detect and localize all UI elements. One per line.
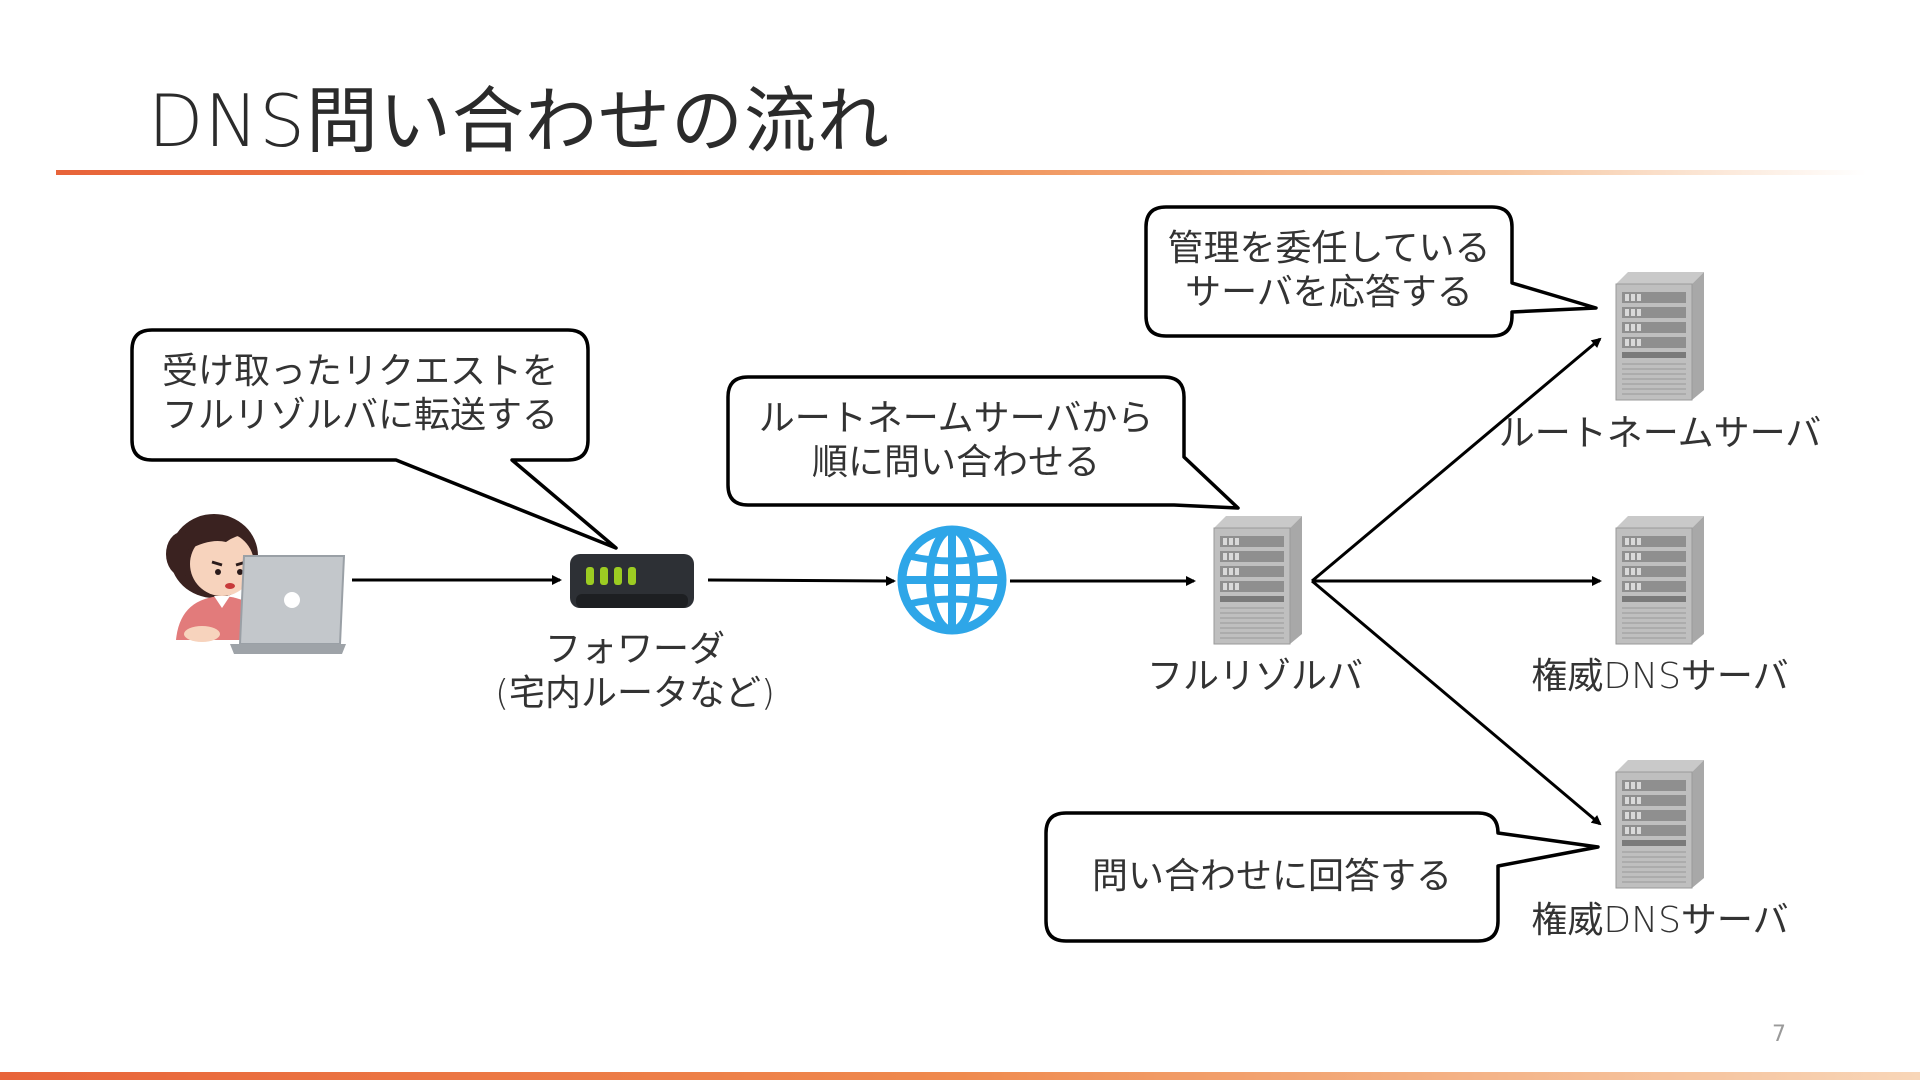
arrow-resolver-to-root: [1311, 337, 1602, 583]
arrow-forwarder-to-internet: [707, 575, 896, 586]
callout-auth: [1044, 811, 1600, 943]
footer-accent-bar: [0, 1072, 1920, 1080]
server-icon-full-resolver: [1213, 515, 1303, 645]
arrow-resolver-to-auth2: [1311, 579, 1602, 826]
server-icon-authoritative-1: [1615, 515, 1705, 645]
callout-resolver-shape: [726, 375, 1240, 510]
callout-forwarder-line2: フルリゾルバに転送する: [161, 395, 558, 436]
callout-resolver-line1: ルートネームサーバから: [758, 398, 1154, 439]
root-server-label: ルートネームサーバ: [1498, 413, 1822, 454]
authoritative-2-label: 権威DNSサーバ: [1531, 900, 1789, 941]
globe-icon: [897, 525, 1007, 635]
title-underline: [56, 170, 1866, 175]
callout-root: [1144, 205, 1598, 338]
laptop-icon: [230, 555, 346, 654]
callout-root-text: 管理を委任している サーバを応答する: [1146, 227, 1512, 315]
callout-root-line1: 管理を委任している: [1167, 228, 1491, 269]
callout-forwarder-text: 受け取ったリクエストを フルリゾルバに転送する: [132, 350, 588, 438]
router-icon: [570, 554, 694, 608]
callout-resolver-text: ルートネームサーバから 順に問い合わせる: [728, 397, 1184, 485]
authoritative-1-label: 権威DNSサーバ: [1531, 656, 1789, 697]
slide-title: DNS問い合わせの流れ: [148, 79, 891, 163]
callout-forwarder-line1: 受け取ったリクエストを: [161, 351, 558, 392]
callout-root-line2: サーバを応答する: [1185, 272, 1473, 313]
full-resolver-label: フルリゾルバ: [1146, 656, 1363, 697]
page-number: 7: [1772, 1022, 1786, 1047]
server-icon-authoritative-2: [1615, 759, 1705, 889]
callout-auth-text: 問い合わせに回答する: [1046, 855, 1498, 899]
forwarder-label-line2: (宅内ルータなど): [494, 673, 776, 714]
forwarder-label-line1: フォワーダ: [544, 629, 725, 670]
callout-resolver-line2: 順に問い合わせる: [811, 442, 1100, 483]
callout-auth-line1: 問い合わせに回答する: [1091, 856, 1452, 897]
callout-forwarder: [130, 328, 618, 550]
forwarder-label: フォワーダ (宅内ルータなど): [470, 628, 800, 716]
server-icon-root: [1615, 271, 1705, 401]
